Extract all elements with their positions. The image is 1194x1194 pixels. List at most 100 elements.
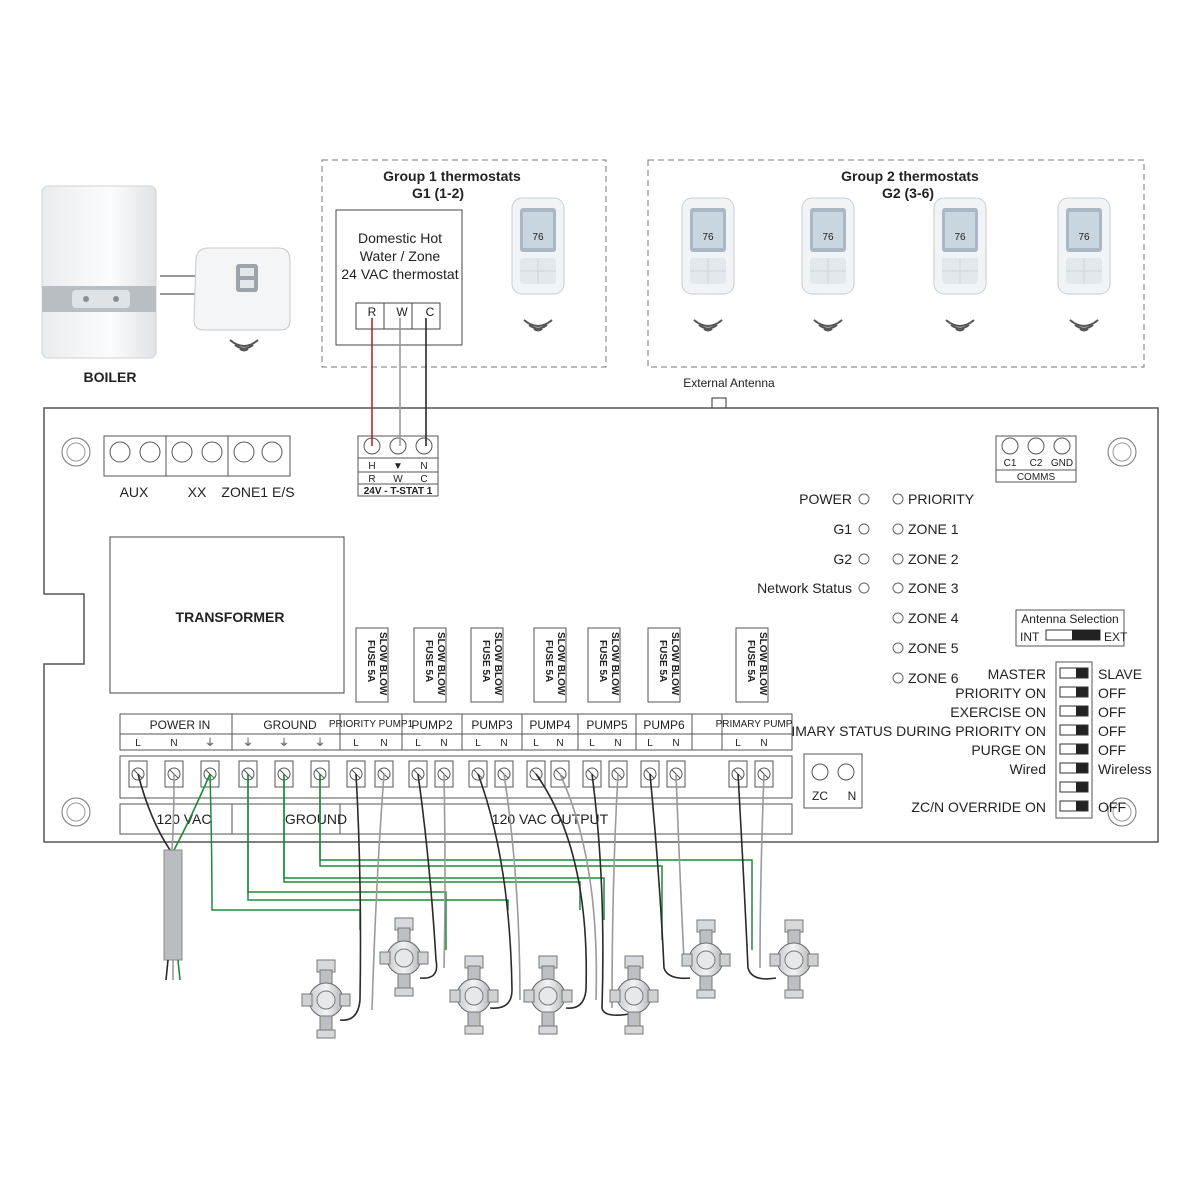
pin-ground-3: ⏚ — [315, 737, 325, 749]
switch-8-left: ZC/N OVERRIDE ON — [911, 799, 1046, 815]
switch-5-left: PURGE ON — [971, 742, 1046, 758]
bottom-120vac-output: 120 VAC OUTPUT — [492, 811, 609, 827]
dhw-terminal-r: R — [368, 305, 377, 319]
tg-pump2-label: PUMP2 — [411, 718, 453, 732]
comms-caption: COMMS — [1017, 472, 1056, 483]
fuse-3-line1: FUSE 5A — [480, 640, 491, 682]
pump-icon-3 — [449, 955, 499, 1035]
indicators-right — [892, 493, 904, 684]
tstat-bottom-r: R — [368, 474, 375, 485]
pump-icon-2 — [379, 917, 429, 997]
tg-primary-pump-label: PRIMARY PUMP — [716, 719, 793, 730]
antenna-selection-title: Antenna Selection — [1021, 612, 1118, 626]
pump-icon-primary — [769, 919, 819, 999]
group1-subtitle: G1 (1-2) — [412, 185, 464, 201]
tg-pump6-label: PUMP6 — [643, 718, 685, 732]
transformer-label: TRANSFORMER — [176, 609, 285, 625]
fuse-1-line2: SLOW BLOW — [377, 632, 388, 696]
fuse-2-line1: FUSE 5A — [423, 640, 434, 682]
dip-switch-block — [1055, 661, 1093, 819]
switch-3-left: EXERCISE ON — [950, 704, 1046, 720]
pump-icon-1 — [301, 959, 351, 1039]
tg-pump3-label: PUMP3 — [471, 718, 513, 732]
fuse-6-line2: SLOW BLOW — [669, 632, 680, 696]
thermostat-g2-2-signal-icon — [813, 319, 843, 332]
thermostat-g2-4-signal-icon — [1069, 319, 1099, 332]
pump-icon-4 — [523, 955, 573, 1035]
group2-box — [647, 159, 1145, 368]
fuse-4-line2: SLOW BLOW — [555, 632, 566, 696]
pin-pump1-n: N — [380, 738, 387, 749]
ground-wires — [209, 773, 753, 950]
dhw-line-2: Water / Zone — [360, 248, 441, 264]
mounting-holes — [61, 437, 1137, 827]
group2-title: Group 2 thermostats — [841, 168, 979, 184]
zc-n-terminal — [803, 753, 863, 809]
pin-primary-n: N — [760, 738, 767, 749]
fuse-2-line2: SLOW BLOW — [435, 632, 446, 696]
led-zone4-label: ZONE 4 — [908, 610, 959, 626]
antenna-selection-ext: EXT — [1104, 630, 1128, 644]
led-zone2-label: ZONE 2 — [908, 551, 959, 567]
thermostat-g2-1-display: 76 — [702, 232, 714, 243]
led-g1-label: G1 — [833, 521, 852, 537]
screw-terminals — [119, 755, 793, 799]
tstat-bottom-w: W — [393, 474, 403, 485]
led-zone5-label: ZONE 5 — [908, 640, 959, 656]
comms-gnd: GND — [1051, 458, 1073, 469]
switch-1-right: SLAVE — [1098, 666, 1142, 682]
fuse-6-line1: FUSE 5A — [657, 640, 668, 682]
indicators-left — [858, 493, 870, 594]
fuse-1-line1: FUSE 5A — [365, 640, 376, 682]
pin-pump5-n: N — [614, 738, 621, 749]
switch-8-right: OFF — [1098, 799, 1126, 815]
switch-5-right: OFF — [1098, 742, 1126, 758]
antenna-selection-int: INT — [1020, 630, 1040, 644]
tstat-top-h: H — [368, 461, 375, 472]
pin-pump4-l: L — [533, 738, 539, 749]
group1-title: Group 1 thermostats — [383, 168, 521, 184]
fuse-5-line2: SLOW BLOW — [609, 632, 620, 696]
fuse-5-line1: FUSE 5A — [597, 640, 608, 682]
pin-power-l: L — [135, 738, 141, 749]
transformer-box — [109, 536, 345, 694]
bottom-120vac: 120 VAC — [157, 811, 212, 827]
switch-2-left: PRIORITY ON — [955, 685, 1046, 701]
switch-6-left: Wired — [1009, 761, 1046, 777]
pin-primary-l: L — [735, 738, 741, 749]
pump-wires — [137, 773, 777, 1021]
group2-subtitle: G2 (3-6) — [882, 185, 934, 201]
terminal-header — [119, 713, 793, 751]
thermostat-g1-signal-icon — [523, 319, 553, 332]
pin-pump6-l: L — [647, 738, 653, 749]
thermostat-g2-3-display: 76 — [954, 232, 966, 243]
led-zone6-label: ZONE 6 — [908, 670, 959, 686]
switch-2-right: OFF — [1098, 685, 1126, 701]
fuses — [355, 627, 769, 703]
pin-ground-2: ⏚ — [279, 737, 289, 749]
fuse-7-line1: FUSE 5A — [745, 640, 756, 682]
dhw-terminal-c: C — [426, 305, 435, 319]
pin-power-n: N — [170, 738, 177, 749]
pin-pump2-l: L — [415, 738, 421, 749]
pin-pump2-n: N — [440, 738, 447, 749]
boiler — [41, 185, 157, 359]
thermostat-g1-display: 76 — [532, 232, 544, 243]
switch-4-left: PRIMARY STATUS DURING PRIORITY ON — [772, 723, 1046, 739]
bottom-ground: GROUND — [285, 811, 347, 827]
fuse-7-line2: SLOW BLOW — [757, 632, 768, 696]
tg-priority-pump1-label: PRIORITY PUMP1 — [329, 719, 414, 730]
fuse-3-line2: SLOW BLOW — [492, 632, 503, 696]
tstat-top-n: N — [420, 461, 427, 472]
thermostat-g2-2-display: 76 — [822, 232, 834, 243]
thermostat-g2-4 — [1057, 197, 1111, 295]
tg-pump4-label: PUMP4 — [529, 718, 571, 732]
comms-c2: C2 — [1030, 458, 1043, 469]
thermostat-g2-2 — [801, 197, 855, 295]
antenna-label: External Antenna — [683, 376, 775, 390]
pin-pump5-l: L — [589, 738, 595, 749]
led-power-label: POWER — [799, 491, 852, 507]
pin-power-gnd: ⏚ — [205, 737, 215, 749]
switch-1-left: MASTER — [988, 666, 1046, 682]
